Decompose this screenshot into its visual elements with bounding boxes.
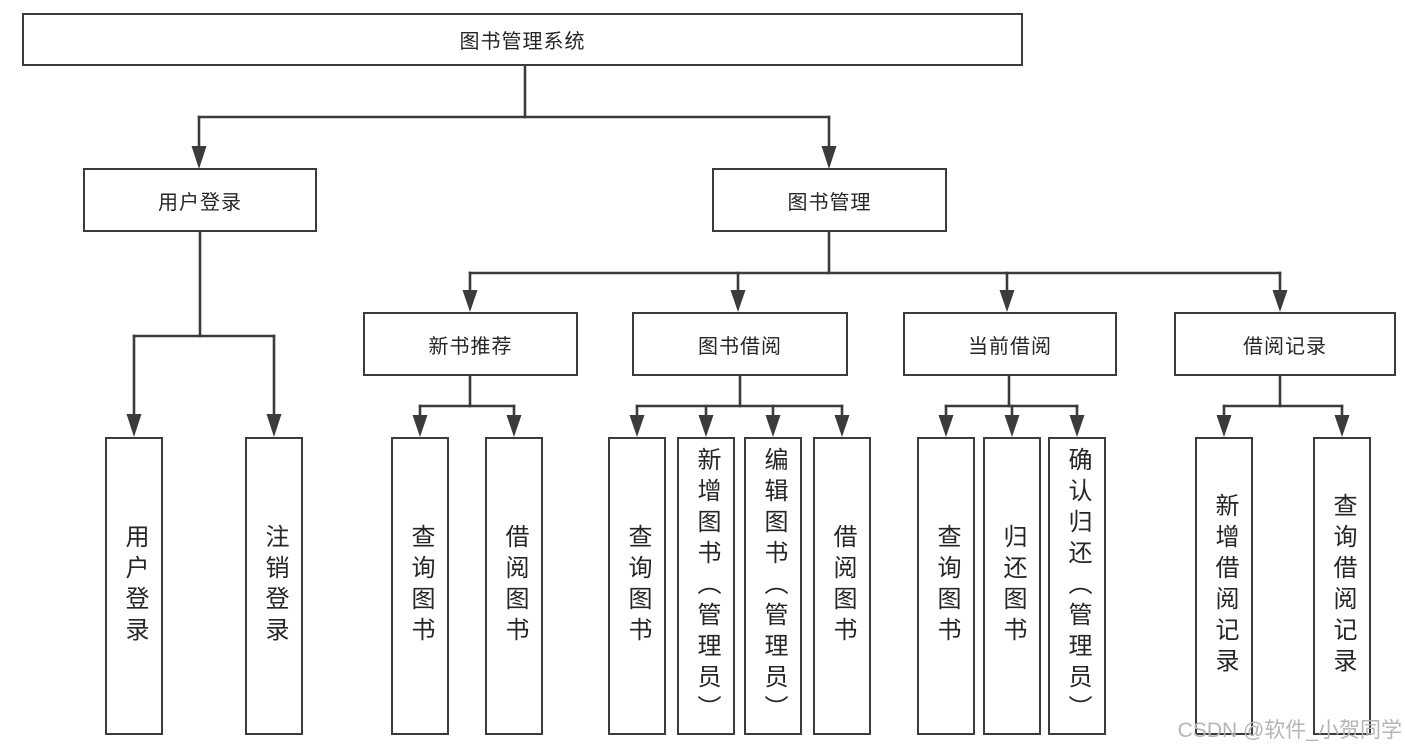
node-borrow-records: 借阅记录 [1174,312,1396,376]
leaf-newbook-query-book: 查询图书 [391,437,449,735]
leaf-user-login: 用户登录 [105,437,163,735]
leaf-newbook-query-book-label: 查询图书 [407,524,434,648]
leaf-bookborrow-query-book-label: 查询图书 [624,524,651,648]
leaf-bookborrow-borrow-book-label: 借阅图书 [829,524,856,648]
node-current-borrow-label: 当前借阅 [968,335,1052,358]
leaf-records-add-borrow-record-label: 新增借阅记录 [1211,493,1238,679]
node-user-login-label: 用户登录 [158,191,242,214]
node-root-label: 图书管理系统 [459,31,586,53]
csdn-watermark: CSDN @软件_小贺同学 [1177,719,1402,742]
leaf-logout-label: 注销登录 [261,524,288,648]
leaf-logout: 注销登录 [245,437,303,735]
leaf-newbook-borrow-book: 借阅图书 [485,437,543,735]
node-borrow-records-label: 借阅记录 [1243,335,1327,358]
leaf-bookborrow-edit-book-admin: 编辑图书（管理员） [744,437,802,735]
leaf-bookborrow-query-book: 查询图书 [608,437,666,735]
connector-book-management-branch [462,230,1288,312]
connector-new-book-branch [412,374,522,437]
leaf-current-confirm-return-admin: 确认归还（管理员） [1048,437,1106,735]
node-book-borrow-label: 图书借阅 [698,335,782,358]
connector-user-login-branch [126,230,282,437]
leaf-records-query-borrow-record: 查询借阅记录 [1313,437,1371,735]
connector-borrow-records-branch [1216,374,1350,437]
node-user-login: 用户登录 [83,168,317,232]
leaf-current-return-book-label: 归还图书 [999,524,1026,648]
node-new-book-recommend-label: 新书推荐 [428,335,513,358]
node-current-borrow: 当前借阅 [903,312,1117,376]
leaf-current-confirm-return-admin-label: 确认归还（管理员） [1064,446,1091,726]
connector-root-branch [191,64,837,169]
leaf-records-add-borrow-record: 新增借阅记录 [1195,437,1253,735]
leaf-bookborrow-borrow-book: 借阅图书 [813,437,871,735]
node-root-system: 图书管理系统 [22,13,1023,66]
leaf-bookborrow-edit-book-admin-label: 编辑图书（管理员） [760,446,787,726]
node-book-borrow: 图书借阅 [632,312,848,376]
leaf-user-login-label: 用户登录 [121,524,148,648]
leaf-current-query-book-label: 查询图书 [933,524,960,648]
leaf-current-query-book: 查询图书 [917,437,975,735]
node-book-management: 图书管理 [712,168,947,232]
connector-current-borrow-branch [938,374,1085,437]
node-book-management-label: 图书管理 [787,191,872,214]
leaf-bookborrow-add-book-admin-label: 新增图书（管理员） [693,446,720,726]
connector-book-borrow-branch [629,374,850,437]
leaf-records-query-borrow-record-label: 查询借阅记录 [1329,493,1356,679]
leaf-bookborrow-add-book-admin: 新增图书（管理员） [677,437,735,735]
leaf-newbook-borrow-book-label: 借阅图书 [501,524,528,648]
node-new-book-recommend: 新书推荐 [363,312,578,376]
leaf-current-return-book: 归还图书 [983,437,1041,735]
